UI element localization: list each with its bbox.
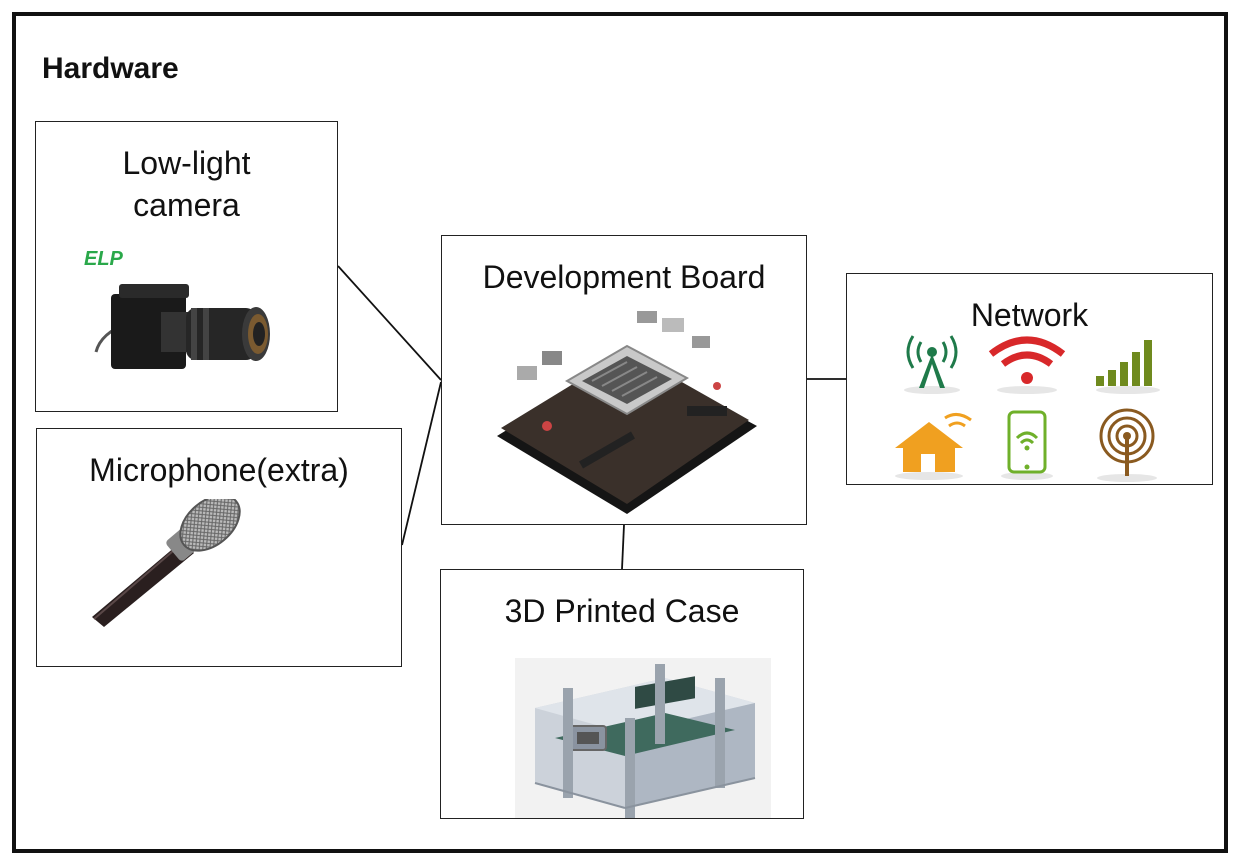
wifi-icon [988, 336, 1066, 394]
smartphone-wifi-icon [1001, 410, 1053, 480]
cell-tower-icon [904, 335, 960, 394]
signal-bars-icon [1096, 340, 1160, 394]
microphone-icon [92, 499, 241, 627]
camera-icon [94, 284, 270, 369]
microphone-node: Microphone(extra) [36, 428, 402, 667]
camera-node: Low-light camera ELP [35, 121, 338, 412]
edge-microphone-board [401, 381, 442, 546]
development-board-icon [497, 311, 757, 514]
antenna-icon [1097, 408, 1157, 482]
edge-board-case [621, 524, 625, 570]
board-label: Development Board [482, 259, 766, 295]
diagram-title: Hardware [42, 52, 179, 85]
edge-camera-board [337, 265, 442, 381]
diagram-frame [12, 12, 1228, 853]
board-node: Development Board [441, 235, 807, 525]
case-label: 3D Printed Case [504, 593, 740, 629]
printed-case-icon [515, 658, 771, 818]
camera-label-line2: camera [133, 187, 240, 223]
smart-home-icon [895, 413, 972, 480]
network-node: Network [846, 273, 1213, 485]
microphone-label: Microphone(extra) [89, 452, 349, 488]
elp-logo: ELP [84, 248, 123, 270]
case-node: 3D Printed Case [440, 569, 804, 819]
network-label: Network [970, 297, 1089, 333]
camera-label-line1: Low-light [122, 145, 251, 181]
